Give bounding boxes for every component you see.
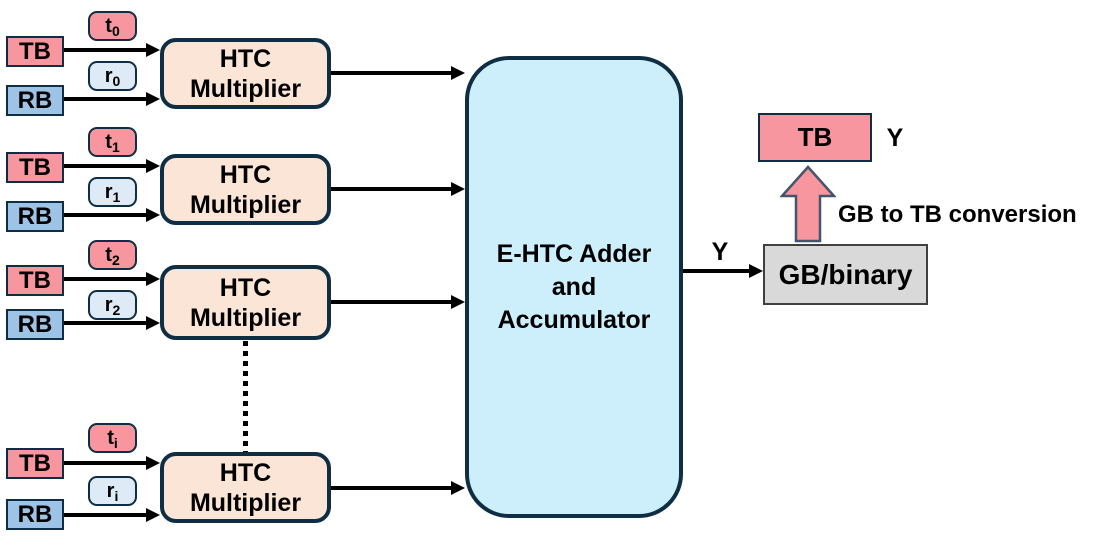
rb-input-label: RB bbox=[17, 500, 53, 528]
htc-multiplier-block-0: HTC Multiplier bbox=[160, 38, 331, 109]
mult-out-arrow-head-0 bbox=[451, 66, 465, 80]
htc-multiplier-line1: HTC bbox=[219, 44, 272, 73]
mult-out-arrow-line-3 bbox=[331, 486, 451, 490]
y-output-arrow-label: Y bbox=[711, 238, 729, 266]
gb-binary-label: GB/binary bbox=[778, 258, 913, 290]
mult-out-arrow-line-0 bbox=[331, 71, 451, 75]
t2-label: t bbox=[105, 243, 112, 266]
htc-multiplier-block-2: HTC Multiplier bbox=[160, 265, 331, 340]
tb-input-box-0: TB bbox=[6, 36, 64, 67]
tb-arrow-line-2 bbox=[64, 277, 146, 281]
tb-input-box-3: TB bbox=[6, 448, 64, 479]
tb-arrow-head-3 bbox=[146, 456, 160, 470]
mult-out-arrow-head-1 bbox=[451, 182, 465, 196]
rb-arrow-line-2 bbox=[64, 321, 146, 325]
rb-arrow-line-3 bbox=[64, 513, 146, 517]
r0-subscript: 0 bbox=[112, 73, 121, 89]
rb-arrow-head-1 bbox=[146, 208, 160, 222]
tb-input-box-2: TB bbox=[6, 265, 64, 296]
rb-arrow-line-1 bbox=[64, 213, 146, 217]
rb-arrow-line-0 bbox=[64, 97, 146, 101]
ti-subscript: i bbox=[113, 435, 118, 451]
ri-label: r bbox=[106, 479, 115, 502]
ti-label: t bbox=[107, 426, 114, 449]
r1-label: r bbox=[104, 180, 113, 203]
r1-subscript: 1 bbox=[112, 189, 121, 205]
y-output-arrow-line bbox=[683, 269, 750, 273]
adder-line1: E-HTC Adder bbox=[496, 239, 652, 268]
r0-label: r bbox=[104, 64, 113, 87]
tb-output-box: TB bbox=[758, 113, 872, 162]
rb-input-box-0: RB bbox=[6, 85, 64, 116]
t2-subscript: 2 bbox=[111, 252, 120, 268]
t1-label: t bbox=[105, 130, 112, 153]
r2-subscript: 2 bbox=[112, 302, 121, 318]
rb-input-label: RB bbox=[17, 310, 53, 338]
mult-out-arrow-head-2 bbox=[451, 295, 465, 309]
tb-arrow-head-1 bbox=[146, 159, 160, 173]
htc-multiplier-block-3: HTC Multiplier bbox=[160, 452, 331, 523]
gb-to-tb-conversion-label: GB to TB conversion bbox=[838, 201, 1077, 228]
t0-subscript: 0 bbox=[111, 23, 120, 39]
rb-arrow-head-0 bbox=[146, 92, 160, 106]
ehtc-adder-accumulator-block: E-HTC Adder and Accumulator bbox=[465, 56, 683, 518]
htc-multiplier-line1: HTC bbox=[219, 273, 272, 302]
tb-arrow-line-3 bbox=[64, 461, 146, 465]
htc-multiplier-line2: Multiplier bbox=[189, 303, 302, 332]
htc-multiplier-line2: Multiplier bbox=[189, 190, 302, 219]
htc-multiplier-block-1: HTC Multiplier bbox=[160, 154, 331, 225]
gb-binary-block: GB/binary bbox=[763, 244, 928, 305]
continuation-dotted-line bbox=[243, 341, 248, 452]
rb-input-box-2: RB bbox=[6, 309, 64, 340]
tb-input-label: TB bbox=[19, 37, 51, 65]
tb-arrow-head-0 bbox=[146, 43, 160, 57]
ri-subscript: i bbox=[114, 488, 119, 504]
tb-output-label: TB bbox=[797, 122, 833, 152]
htc-multiplier-line1: HTC bbox=[219, 160, 272, 189]
adder-line2: and bbox=[551, 272, 597, 301]
htc-multiplier-line2: Multiplier bbox=[189, 74, 302, 103]
tb-arrow-line-0 bbox=[64, 48, 146, 52]
tb-input-label: TB bbox=[19, 153, 51, 181]
tb-output-y-label: Y bbox=[886, 124, 904, 152]
mult-out-arrow-line-1 bbox=[331, 187, 451, 191]
tb-input-label: TB bbox=[19, 449, 51, 477]
y-output-arrow-head bbox=[749, 264, 763, 278]
t1-subscript: 1 bbox=[111, 139, 120, 155]
tb-arrow-line-1 bbox=[64, 164, 146, 168]
gb-to-tb-conversion-arrow bbox=[780, 165, 836, 243]
rb-arrow-head-2 bbox=[146, 316, 160, 330]
rb-input-box-1: RB bbox=[6, 201, 64, 232]
t0-label: t bbox=[105, 14, 112, 37]
tb-input-box-1: TB bbox=[6, 152, 64, 183]
htc-multiplier-line2: Multiplier bbox=[189, 488, 302, 517]
mult-out-arrow-line-2 bbox=[331, 300, 451, 304]
rb-input-box-3: RB bbox=[6, 499, 64, 530]
htc-multiplier-line1: HTC bbox=[219, 458, 272, 487]
adder-line3: Accumulator bbox=[497, 305, 651, 334]
tb-input-label: TB bbox=[19, 266, 51, 294]
rb-input-label: RB bbox=[17, 86, 53, 114]
mult-out-arrow-head-3 bbox=[451, 481, 465, 495]
rb-arrow-head-3 bbox=[146, 508, 160, 522]
r2-label: r bbox=[104, 293, 113, 316]
tb-arrow-head-2 bbox=[146, 272, 160, 286]
rb-input-label: RB bbox=[17, 202, 53, 230]
